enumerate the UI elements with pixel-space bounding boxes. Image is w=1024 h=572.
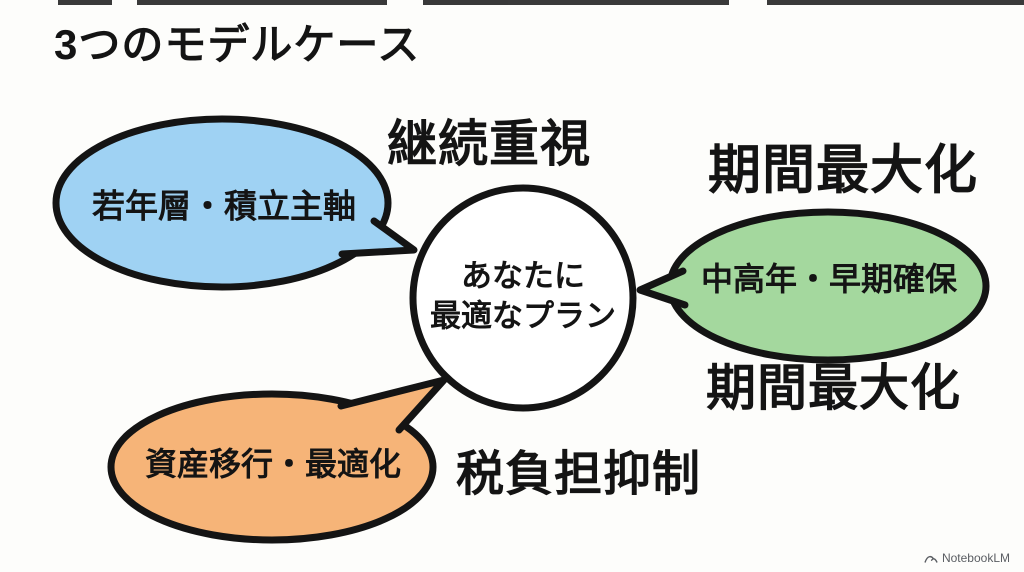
annotation-period-max-top: 期間最大化: [708, 141, 978, 200]
blue-bubble-label: 若年層・積立主軸: [92, 187, 356, 225]
notebooklm-logo-icon: [924, 555, 938, 563]
orange-bubble-label: 資産移行・最適化: [144, 446, 402, 482]
annotation-continuity: 継続重視: [387, 116, 591, 172]
center-node-line2: 最適なプラン: [430, 298, 616, 333]
orange-bubble-tail: [337, 376, 448, 434]
green-bubble-shape: [636, 208, 990, 364]
watermark-label: NotebookLM: [941, 551, 1010, 565]
annotation-tax-control: 税負担抑制: [456, 448, 702, 501]
blue-bubble-shape: [52, 115, 418, 291]
orange-bubble-shape: [107, 376, 448, 544]
center-circle: [409, 184, 637, 412]
center-node-label: あなたに 最適なプラン: [430, 256, 616, 335]
blue-bubble-tail: [338, 217, 418, 258]
orange-bubble-body: [107, 390, 437, 544]
center-node-line1: あなたに: [461, 258, 585, 294]
green-bubble-tail: [636, 267, 689, 309]
annotation-period-max-bottom: 期間最大化: [706, 360, 961, 416]
green-bubble-label: 中高年・早期確保: [700, 261, 958, 297]
page-title: 3つのモデルケース: [54, 21, 421, 68]
blue-bubble-body: [52, 115, 392, 291]
notebooklm-watermark: NotebookLM: [924, 551, 1010, 565]
top-crop-strip: [58, 0, 1024, 5]
